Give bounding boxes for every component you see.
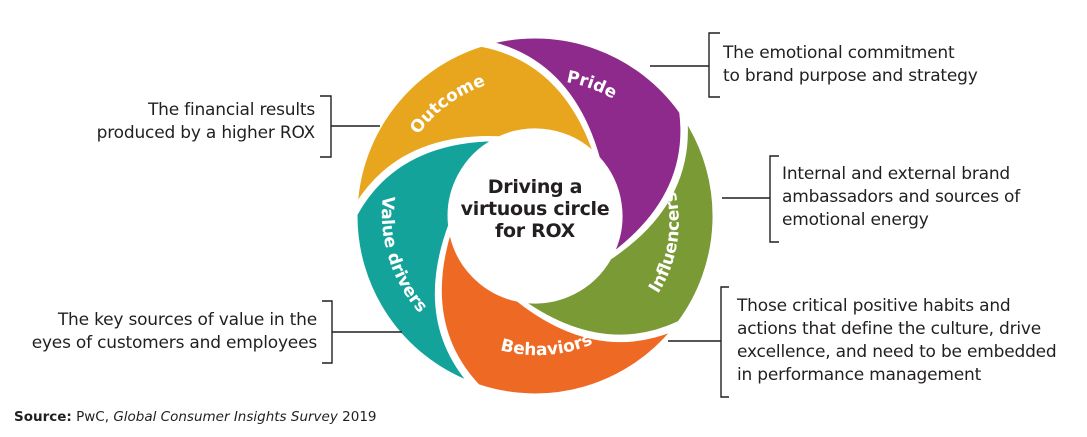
description-influencers: Internal and external brand ambassadors …: [782, 163, 1020, 232]
description-line: ambassadors and sources of: [782, 187, 1021, 207]
description-line: produced by a higher ROX: [96, 123, 316, 143]
description-line: The key sources of value in the: [57, 310, 317, 330]
description-line: Internal and external brand: [782, 164, 1011, 184]
source-publisher: PwC,: [76, 409, 110, 425]
description-line: to brand purpose and strategy: [723, 66, 978, 86]
connector-influencers: [722, 155, 779, 243]
segment-influencers: [521, 118, 716, 338]
connector-outcome: [320, 95, 380, 158]
description-line: actions that define the culture, drive: [737, 319, 1042, 339]
description-line: emotional energy: [782, 210, 929, 230]
source-label: Source:: [14, 409, 72, 425]
center-hub: [449, 130, 621, 302]
description-line: in performance management: [737, 365, 982, 385]
connector-value-drivers: [322, 300, 402, 364]
source-note: Source: PwC, Global Consumer Insights Su…: [14, 409, 377, 425]
segment-pride: [489, 35, 684, 256]
description-line: The financial results: [147, 100, 315, 120]
description-value-drivers: The key sources of value in the eyes of …: [31, 309, 318, 355]
segment-value-drivers: [354, 138, 496, 384]
center-title-line: Driving a: [487, 176, 583, 198]
description-line: eyes of customers and employees: [31, 333, 318, 353]
connector-behaviors: [668, 286, 729, 398]
segment-behaviors: [438, 229, 675, 397]
description-pride: The emotional commitment to brand purpos…: [723, 42, 978, 88]
description-behaviors: Those critical positive habits and actio…: [737, 295, 1057, 387]
center-title-line: virtuous circle: [460, 198, 610, 220]
description-outcome: The financial results produced by a high…: [96, 99, 316, 145]
center-title-line: for ROX: [495, 220, 575, 242]
connector-pride: [650, 32, 720, 98]
description-line: excellence, and need to be embedded: [737, 342, 1057, 362]
description-line: Those critical positive habits and: [737, 296, 1011, 316]
source-title: Global Consumer Insights Survey: [113, 409, 338, 425]
center-title: Driving a virtuous circle for ROX: [455, 176, 615, 242]
description-line: The emotional commitment: [723, 43, 955, 63]
segment-outcome: [354, 43, 597, 206]
source-year: 2019: [342, 409, 377, 425]
